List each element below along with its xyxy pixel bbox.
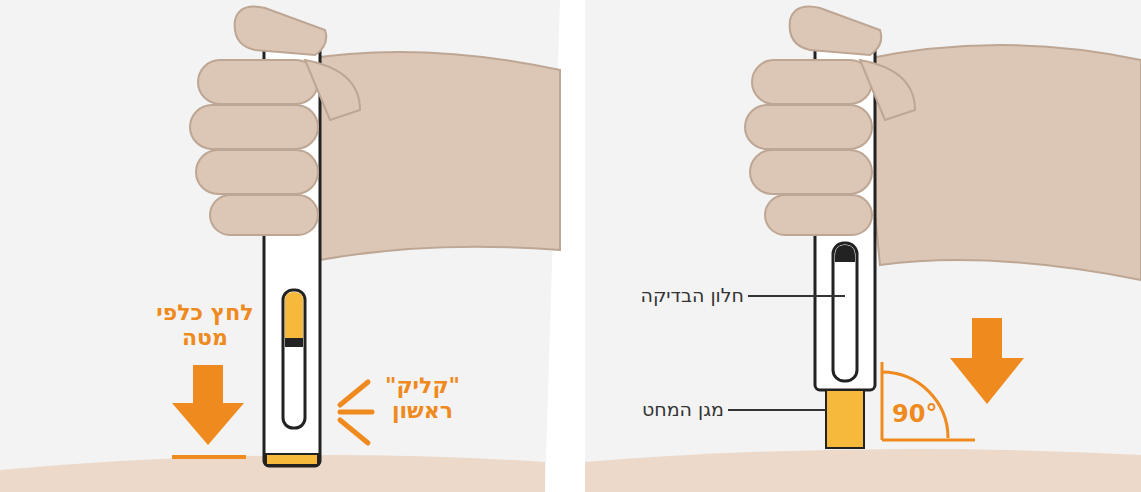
skin xyxy=(585,449,1141,492)
leader-line xyxy=(748,295,845,297)
inspection-window xyxy=(833,243,857,381)
inspection-window xyxy=(283,290,305,428)
leader-line xyxy=(728,409,826,411)
part-label: חלון הבדיקה xyxy=(640,284,744,307)
click-label: "קליק" ראשון xyxy=(375,373,470,424)
panel-ground xyxy=(0,0,560,492)
push-arrow xyxy=(172,365,246,459)
instruction-text: לחץ כלפי מטה xyxy=(140,300,270,351)
panel-ground xyxy=(585,0,1141,492)
window-plunger xyxy=(835,245,855,262)
fingers xyxy=(745,7,915,236)
needle-shield xyxy=(826,390,864,448)
hand xyxy=(300,52,560,260)
part-label: מגן המחט xyxy=(642,398,724,421)
push-arrow xyxy=(950,318,1024,404)
window-plunger xyxy=(285,338,303,347)
needle-shield xyxy=(266,454,318,465)
window-fill xyxy=(285,292,303,338)
click-marks xyxy=(340,382,372,443)
angle-label: 90° xyxy=(892,400,937,428)
hand xyxy=(860,45,1141,280)
fingers xyxy=(190,7,360,236)
angle-mark xyxy=(882,362,975,440)
